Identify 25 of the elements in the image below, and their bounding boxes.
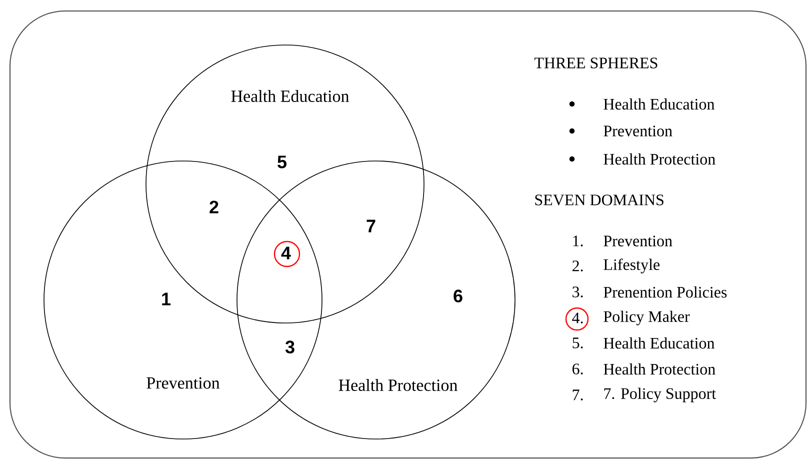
list-number: 6. — [572, 364, 583, 374]
heading: SEVEN DOMAINS — [535, 194, 664, 206]
heading: THREE SPHERES — [534, 58, 658, 68]
list-number: 1. — [573, 236, 583, 246]
list-item: Policy Maker — [604, 310, 690, 326]
list-number: 3. — [572, 286, 583, 298]
region-number: 1 — [162, 292, 171, 306]
list-number: 4. — [572, 312, 583, 324]
list-item: 7. Policy Support — [604, 388, 716, 402]
list-item: Health Protection — [604, 153, 716, 165]
list-item: Health Protection — [604, 363, 716, 375]
region-number: 7 — [366, 220, 376, 232]
list-number: 7. — [572, 390, 583, 400]
list-item: Health Education — [604, 98, 714, 110]
list-item: Prevention — [604, 126, 672, 136]
list-item: Prenention Policies — [604, 286, 727, 298]
list-number: 5. — [572, 338, 583, 348]
region-number: 3 — [285, 340, 294, 354]
list-item: Health Education — [604, 337, 714, 349]
region-number: 6 — [454, 290, 462, 302]
list-item: Lifestyle — [604, 258, 660, 274]
list-item: Prevention — [604, 236, 672, 246]
region-number: 4 — [281, 246, 291, 260]
region-number: 2 — [210, 200, 218, 214]
list-number: 2. — [572, 260, 583, 272]
